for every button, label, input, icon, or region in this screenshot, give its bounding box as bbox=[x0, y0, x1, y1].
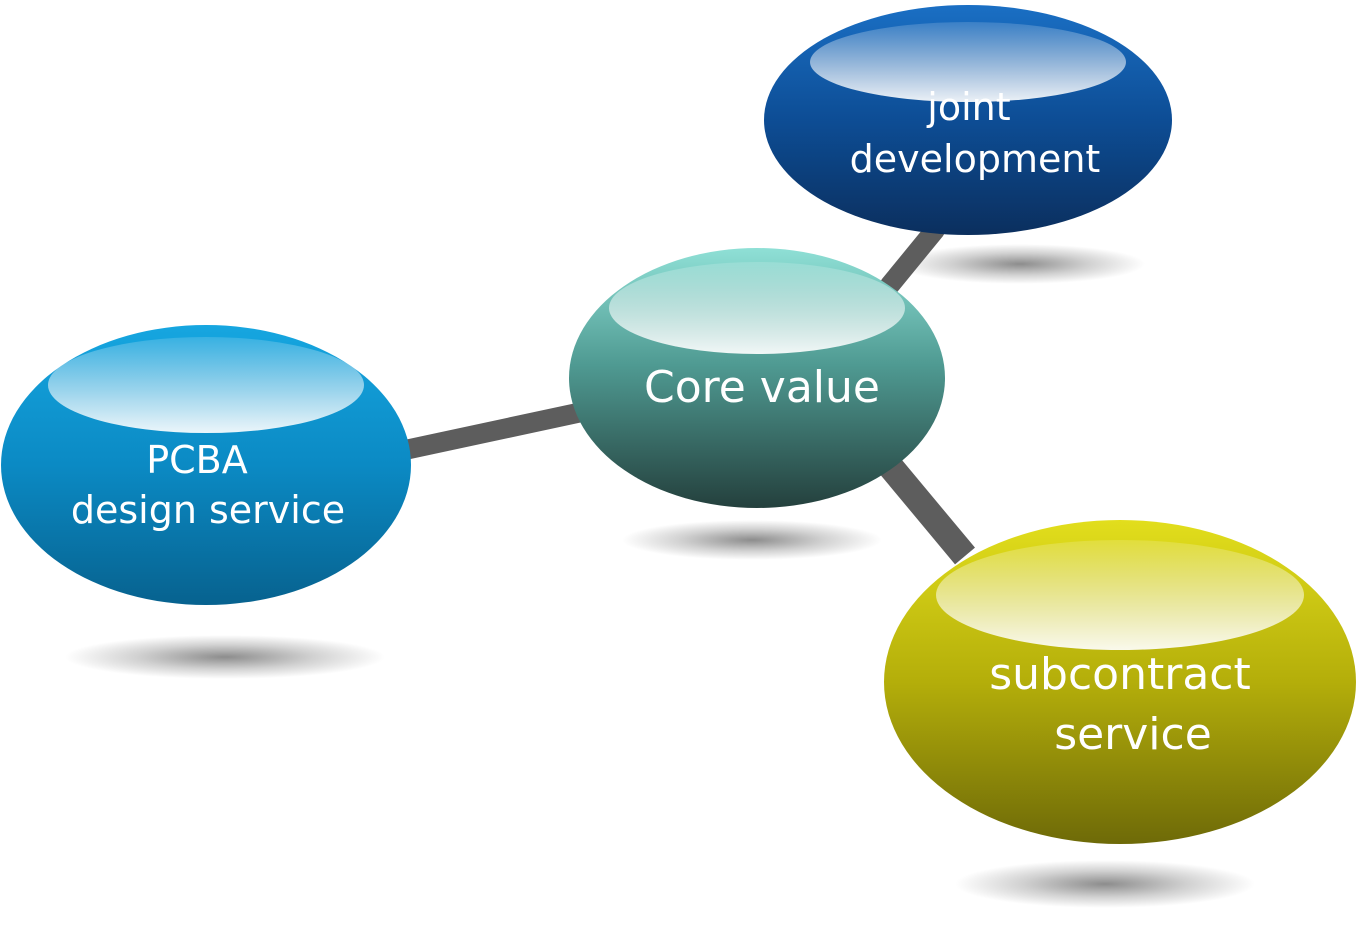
connector-core-to-pcba bbox=[402, 402, 585, 460]
node-pcba-line-1: PCBA bbox=[146, 438, 248, 482]
svg-text:joint development: joint development bbox=[850, 85, 1101, 181]
node-joint-development-line-1: joint bbox=[926, 85, 1010, 129]
node-core-value-label: Core value bbox=[644, 362, 880, 413]
node-pcba-design-service: PCBA design service bbox=[1, 325, 411, 605]
node-subcontract-line-2: service bbox=[1054, 709, 1212, 760]
connector-core-to-subcontract bbox=[875, 451, 975, 565]
shadow-core-value bbox=[622, 520, 882, 560]
node-subcontract-line-1: subcontract bbox=[989, 649, 1251, 700]
shadow-pcba-design-service bbox=[65, 635, 385, 679]
connector-core-to-joint bbox=[880, 220, 945, 295]
shadow-subcontract-service bbox=[955, 860, 1255, 908]
node-core-value: Core value bbox=[569, 248, 945, 508]
svg-text:subcontract service: subcontract service bbox=[989, 649, 1265, 760]
node-pcba-line-2: design service bbox=[71, 488, 345, 532]
svg-text:PCBA design service: PCBA design service bbox=[71, 438, 345, 532]
node-joint-development-line-2: development bbox=[850, 137, 1101, 181]
shadow-joint-development bbox=[895, 244, 1145, 284]
node-subcontract-service: subcontract service bbox=[884, 520, 1356, 844]
node-joint-development: joint development bbox=[764, 5, 1172, 235]
